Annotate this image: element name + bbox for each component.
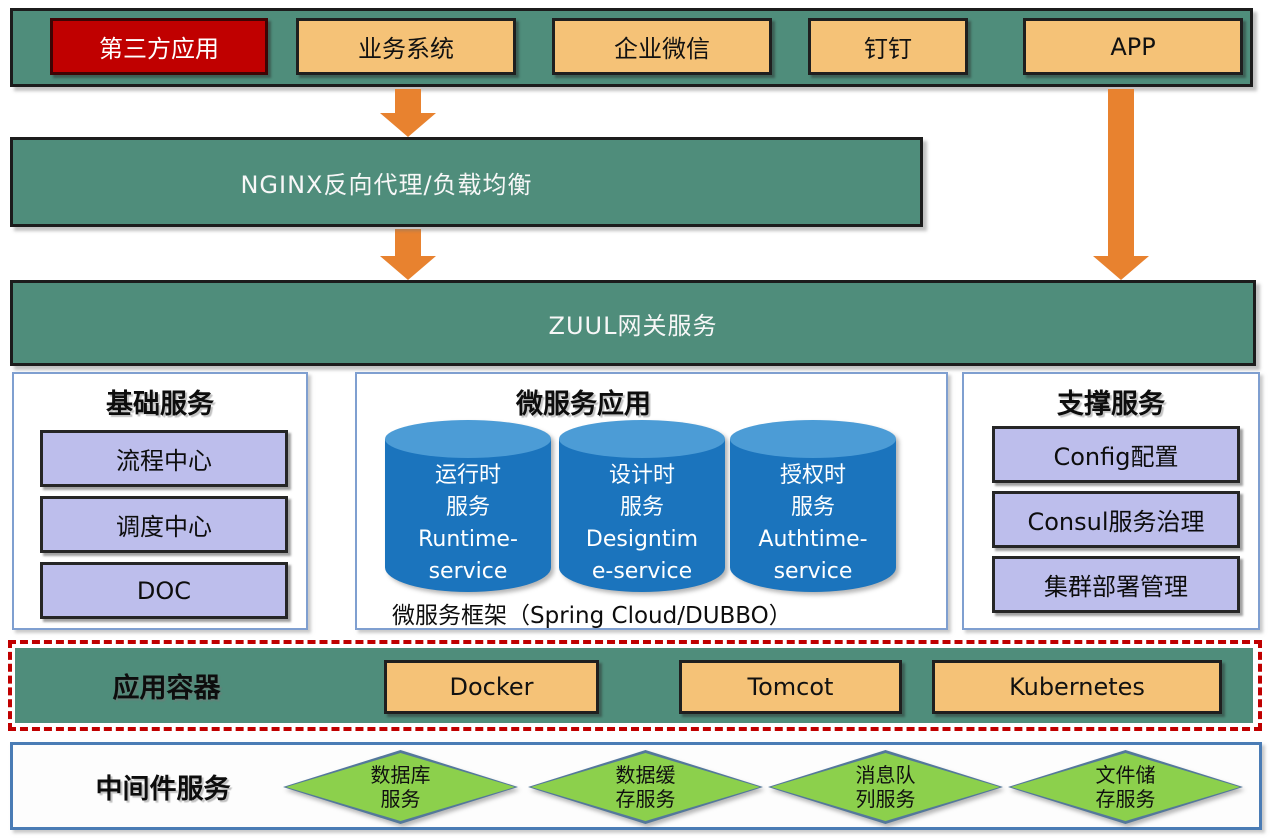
cylinder-line: 服务 <box>445 495 490 520</box>
cylinder-label: 设计时 服务 Designtim e-service <box>559 456 725 592</box>
client-label: 第三方应用 <box>99 35 219 63</box>
arrow-head <box>380 256 436 280</box>
cylinder-line: 运行时 <box>434 463 501 488</box>
basic-service-box: DOC <box>40 562 288 619</box>
cylinder-line: Designtim <box>585 527 699 552</box>
diamond-label: 消息队 列服务 <box>768 750 1003 824</box>
cylinder-top-ellipse <box>730 420 896 458</box>
support-service-label: Config配置 <box>1053 443 1179 471</box>
cylinder-line: 服务 <box>619 495 664 520</box>
cylinder-line: service <box>428 559 508 584</box>
cylinder-line: 设计时 <box>608 463 675 488</box>
support-service-box: 集群部署管理 <box>992 556 1240 613</box>
down-arrow-icon <box>1093 89 1149 280</box>
cylinder-line: service <box>773 559 853 584</box>
diamond-line: 消息队 <box>855 763 916 787</box>
client-business-system-box: 业务系统 <box>296 18 516 75</box>
arrow-shaft <box>1108 89 1134 258</box>
client-app-box: APP <box>1023 18 1243 75</box>
cylinder-top-ellipse <box>385 420 551 458</box>
support-service-box: Config配置 <box>992 426 1240 483</box>
app-container-title: 应用容器 <box>112 673 221 704</box>
cylinder-line: Runtime- <box>418 527 518 552</box>
diamond-line: 服务 <box>380 787 421 811</box>
client-label: 业务系统 <box>358 35 454 63</box>
diamond-label: 数据库 服务 <box>283 750 518 824</box>
nginx-bar: NGINX反向代理/负载均衡 <box>10 137 923 227</box>
basic-service-label: DOC <box>136 576 192 605</box>
container-label: Tomcot <box>747 673 834 701</box>
arrow-shaft <box>395 229 421 258</box>
panel-basic-services: 基础服务 流程中心 调度中心 DOC <box>12 372 308 630</box>
diamond-line: 存服务 <box>615 787 676 811</box>
basic-service-label: 流程中心 <box>116 447 212 475</box>
cylinder-body <box>559 439 725 592</box>
client-wecom-box: 企业微信 <box>552 18 772 75</box>
panel-support-services: 支撑服务 Config配置 Consul服务治理 集群部署管理 <box>962 372 1260 630</box>
basic-service-label: 调度中心 <box>116 513 212 541</box>
diamond-cache-service: 数据缓 存服务 <box>528 750 763 824</box>
zuul-bar: ZUUL网关服务 <box>10 280 1256 366</box>
middleware-title: 中间件服务 <box>95 773 231 805</box>
nginx-bar-label: NGINX反向代理/负载均衡 <box>240 170 533 199</box>
diamond-message-queue-service: 消息队 列服务 <box>768 750 1003 824</box>
diamond-line: 列服务 <box>855 787 916 811</box>
cylinder-label: 授权时 服务 Authtime- service <box>730 456 896 592</box>
cylinder-top-ellipse <box>559 420 725 458</box>
cylinder-line: 服务 <box>790 495 835 520</box>
panel-micro-title: 微服务应用 <box>516 389 651 420</box>
arrow-head <box>380 113 436 137</box>
client-label: 钉钉 <box>864 35 912 63</box>
basic-service-box: 调度中心 <box>40 496 288 553</box>
basic-service-box: 流程中心 <box>40 430 288 487</box>
diamond-label: 文件储 存服务 <box>1008 750 1243 824</box>
cylinder-label: 运行时 服务 Runtime- service <box>385 456 551 592</box>
zuul-bar-label: ZUUL网关服务 <box>548 311 718 340</box>
client-third-party-box: 第三方应用 <box>50 18 268 75</box>
diamond-line: 存服务 <box>1095 787 1156 811</box>
cylinder-line: 授权时 <box>779 463 846 488</box>
diamond-line: 数据缓 <box>615 763 676 787</box>
container-tomcot-box: Tomcot <box>679 660 902 714</box>
cylinder-designtime-service: 设计时 服务 Designtim e-service <box>559 420 725 592</box>
cylinder-body <box>385 439 551 592</box>
down-arrow-icon <box>380 229 436 280</box>
panel-basic-title: 基础服务 <box>106 389 214 420</box>
diamond-database-service: 数据库 服务 <box>283 750 518 824</box>
clients-bar: 第三方应用 业务系统 企业微信 钉钉 APP <box>10 8 1253 87</box>
framework-caption: 微服务框架（Spring Cloud/DUBBO） <box>392 603 792 629</box>
container-label: Docker <box>449 673 534 701</box>
panel-support-title: 支撑服务 <box>1057 389 1165 420</box>
arrow-shaft <box>395 89 421 115</box>
diamond-file-storage-service: 文件储 存服务 <box>1008 750 1243 824</box>
client-label: 企业微信 <box>614 35 710 63</box>
support-service-label: Consul服务治理 <box>1027 508 1205 536</box>
diamond-label: 数据缓 存服务 <box>528 750 763 824</box>
cylinder-body <box>730 439 896 592</box>
support-service-label: 集群部署管理 <box>1044 573 1188 601</box>
diamond-line: 数据库 <box>370 763 431 787</box>
support-service-box: Consul服务治理 <box>992 491 1240 548</box>
cylinder-runtime-service: 运行时 服务 Runtime- service <box>385 420 551 592</box>
cylinder-line: e-service <box>591 559 693 584</box>
app-container-row: 应用容器 Docker Tomcot Kubernetes <box>8 640 1262 731</box>
container-kubernetes-box: Kubernetes <box>932 660 1222 714</box>
client-dingtalk-box: 钉钉 <box>808 18 968 75</box>
middleware-row: 中间件服务 数据库 服务 数据缓 存服务 消息队 列服务 <box>10 742 1262 830</box>
down-arrow-icon <box>380 89 436 137</box>
container-docker-box: Docker <box>384 660 599 714</box>
cylinder-line: Authtime- <box>758 527 868 552</box>
client-label: APP <box>1110 32 1156 61</box>
diamond-line: 文件储 <box>1095 763 1156 787</box>
container-label: Kubernetes <box>1009 673 1145 701</box>
arrow-head <box>1093 256 1149 280</box>
cylinder-authtime-service: 授权时 服务 Authtime- service <box>730 420 896 592</box>
panel-microservice-app: 微服务应用 运行时 服务 Runtime- service 设计时 服务 Des… <box>355 372 948 630</box>
